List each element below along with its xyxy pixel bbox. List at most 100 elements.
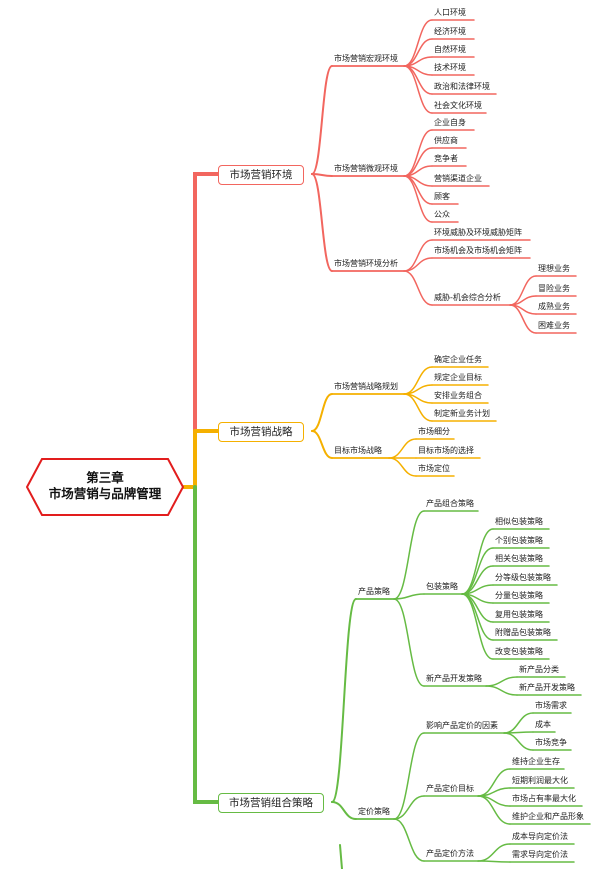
node-1-0[interactable]: 市场营销战略规划 xyxy=(334,382,398,391)
node-0-1[interactable]: 市场营销微观环境 xyxy=(334,164,398,173)
node-2-0-2[interactable]: 新产品开发策略 xyxy=(426,674,482,683)
edge-2-1-0-0 xyxy=(503,712,534,734)
node-2-1-1[interactable]: 产品定价目标 xyxy=(426,784,474,793)
edge-2-1-0-2 xyxy=(503,732,534,751)
node-1-1[interactable]: 目标市场战略 xyxy=(334,446,382,455)
node-1-0-2[interactable]: 安排业务组合 xyxy=(434,391,482,400)
node-0-2-1[interactable]: 市场机会及市场机会矩阵 xyxy=(434,246,522,255)
edge-continuation xyxy=(339,844,343,869)
edge-2-0-1-7 xyxy=(461,593,494,660)
node-0-2-2-2[interactable]: 成熟业务 xyxy=(538,302,570,311)
node-1-1-1[interactable]: 目标市场的选择 xyxy=(418,446,474,455)
node-1-1-0[interactable]: 市场细分 xyxy=(418,427,450,436)
edge-2-0-2-1 xyxy=(485,685,518,696)
trunk-red xyxy=(193,172,220,433)
node-0-2[interactable]: 市场营销环境分析 xyxy=(334,259,398,268)
node-0-2-2[interactable]: 威胁-机会综合分析 xyxy=(434,293,501,302)
node-0-1-1[interactable]: 供应商 xyxy=(434,136,458,145)
node-0-1-4[interactable]: 顾客 xyxy=(434,192,450,201)
node-0-1-0[interactable]: 企业自身 xyxy=(434,118,466,127)
node-2-0-1[interactable]: 包装策略 xyxy=(426,582,458,591)
edge-0-1-5 xyxy=(403,175,433,223)
edge-2-1-2-1 xyxy=(477,860,511,863)
node-2-1-0[interactable]: 影响产品定价的因素 xyxy=(426,721,498,730)
branch-node-2[interactable]: 市场营销组合策略 xyxy=(218,793,324,813)
node-2-0-1-0[interactable]: 相似包装策略 xyxy=(495,517,543,526)
edge-2-0 xyxy=(331,598,357,803)
branch-node-0[interactable]: 市场营销环境 xyxy=(218,165,304,185)
root-title-line2: 市场营销与品牌管理 xyxy=(48,486,162,501)
node-0-1-3[interactable]: 营销渠道企业 xyxy=(434,174,482,183)
node-2-1-0-1[interactable]: 成本 xyxy=(535,720,551,729)
root-hexagon-shape xyxy=(26,458,184,516)
node-0-2-0[interactable]: 环境威胁及环境威胁矩阵 xyxy=(434,228,522,237)
node-0-0[interactable]: 市场营销宏观环境 xyxy=(334,54,398,63)
edge-0-0-0 xyxy=(403,19,433,67)
edge-1-0-3 xyxy=(403,393,433,422)
edge-2-0-0 xyxy=(393,510,425,600)
node-2-0-0[interactable]: 产品组合策略 xyxy=(426,499,474,508)
edge-0-0-5 xyxy=(403,65,433,114)
node-1-0-3[interactable]: 制定新业务计划 xyxy=(434,409,490,418)
node-1-0-1[interactable]: 规定企业目标 xyxy=(434,373,482,382)
node-2-0-2-1[interactable]: 新产品开发策略 xyxy=(519,683,575,692)
edge-2-1 xyxy=(331,801,357,820)
node-0-2-2-0[interactable]: 理想业务 xyxy=(538,264,570,273)
edge-0-2-1 xyxy=(403,257,433,272)
node-0-0-4[interactable]: 政治和法律环境 xyxy=(434,82,490,91)
node-2-0-1-7[interactable]: 改变包装策略 xyxy=(495,647,543,656)
edge-2-0-1-0 xyxy=(461,528,494,595)
node-2-1[interactable]: 定价策略 xyxy=(358,807,390,816)
node-2-1-2[interactable]: 产品定价方法 xyxy=(426,849,474,858)
node-2-1-1-2[interactable]: 市场占有率最大化 xyxy=(512,794,576,803)
edge-1-1-0 xyxy=(388,438,417,459)
node-2-0-1-5[interactable]: 复用包装策略 xyxy=(495,610,543,619)
node-0-0-5[interactable]: 社会文化环境 xyxy=(434,101,482,110)
node-2-1-2-1[interactable]: 需求导向定价法 xyxy=(512,850,568,859)
edge-0-2 xyxy=(311,173,333,272)
node-2-0-1-1[interactable]: 个别包装策略 xyxy=(495,536,543,545)
node-2-1-0-2[interactable]: 市场竞争 xyxy=(535,738,567,747)
node-1-1-2[interactable]: 市场定位 xyxy=(418,464,450,473)
edge-0-0 xyxy=(311,65,333,175)
node-0-0-2[interactable]: 自然环境 xyxy=(434,45,466,54)
node-0-2-2-3[interactable]: 困难业务 xyxy=(538,321,570,330)
node-2-0-1-4[interactable]: 分量包装策略 xyxy=(495,591,543,600)
edge-2-0-2 xyxy=(393,598,425,687)
node-0-1-5[interactable]: 公众 xyxy=(434,210,450,219)
trunk-green xyxy=(193,485,220,804)
node-0-0-3[interactable]: 技术环境 xyxy=(434,63,466,72)
edge-1-1 xyxy=(311,430,333,459)
node-2-1-1-1[interactable]: 短期利润最大化 xyxy=(512,776,568,785)
node-0-2-2-1[interactable]: 冒险业务 xyxy=(538,284,570,293)
edge-2-0-1 xyxy=(393,593,425,600)
edge-2-1-2 xyxy=(393,818,425,862)
node-2-1-1-3[interactable]: 维护企业和产品形象 xyxy=(512,812,584,821)
node-2-0-2-0[interactable]: 新产品分类 xyxy=(519,665,559,674)
node-2-1-1-0[interactable]: 维持企业生存 xyxy=(512,757,560,766)
node-2-1-0-0[interactable]: 市场需求 xyxy=(535,701,567,710)
root-node[interactable]: 第三章 市场营销与品牌管理 xyxy=(26,458,184,516)
node-0-0-1[interactable]: 经济环境 xyxy=(434,27,466,36)
edge-0-2-0 xyxy=(403,239,433,272)
node-2-0-1-6[interactable]: 附赠品包装策略 xyxy=(495,628,551,637)
edge-0-2-2 xyxy=(403,270,433,306)
node-2-0[interactable]: 产品策略 xyxy=(358,587,390,596)
edge-0-1 xyxy=(311,173,333,177)
node-0-1-2[interactable]: 竞争者 xyxy=(434,154,458,163)
edge-2-1-1 xyxy=(393,795,425,820)
node-1-0-0[interactable]: 确定企业任务 xyxy=(434,355,482,364)
edge-0-1-0 xyxy=(403,129,433,177)
branch-node-1[interactable]: 市场营销战略 xyxy=(218,422,304,442)
edge-2-0-1-1 xyxy=(461,547,494,595)
edge-2-1-1-3 xyxy=(477,795,511,825)
node-0-0-0[interactable]: 人口环境 xyxy=(434,8,466,17)
edge-0-2-2-3 xyxy=(509,304,537,334)
root-title: 第三章 市场营销与品牌管理 xyxy=(26,470,184,502)
node-2-0-1-3[interactable]: 分等级包装策略 xyxy=(495,573,551,582)
edge-1-1-2 xyxy=(388,457,417,477)
node-2-0-1-2[interactable]: 相关包装策略 xyxy=(495,554,543,563)
edge-1-0 xyxy=(311,393,333,432)
edge-2-0-1-6 xyxy=(461,593,494,641)
node-2-1-2-0[interactable]: 成本导向定价法 xyxy=(512,832,568,841)
